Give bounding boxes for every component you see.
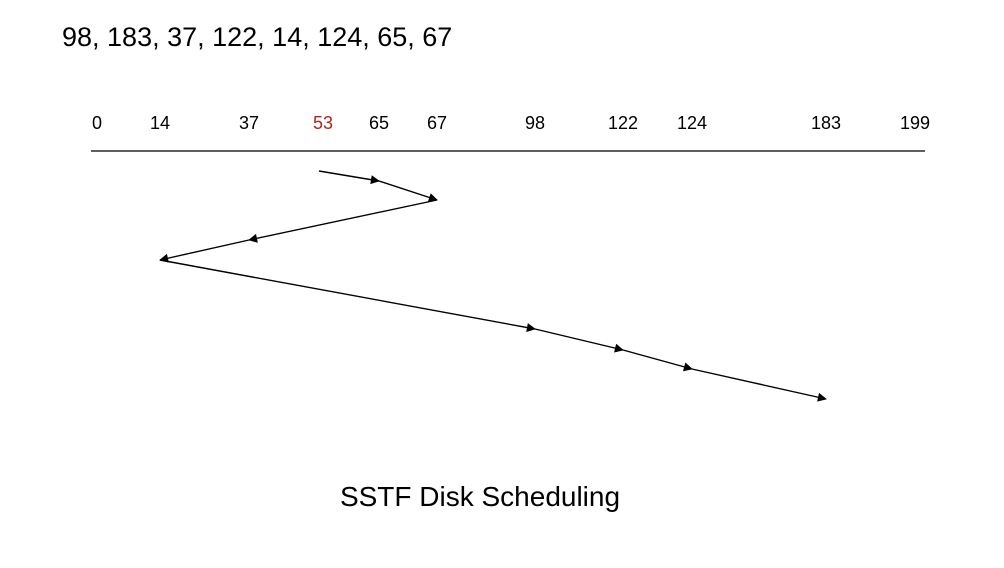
diagram-caption: SSTF Disk Scheduling bbox=[339, 481, 621, 512]
tick-label-14: 14 bbox=[150, 113, 170, 133]
tick-label-199: 199 bbox=[900, 113, 930, 133]
path-segment-14-to-98 bbox=[159, 259, 536, 332]
tick-label-124: 124 bbox=[677, 113, 707, 133]
tick-label-0: 0 bbox=[92, 113, 102, 133]
path-segment-67-to-37 bbox=[248, 199, 438, 243]
path-segment-37-to-14 bbox=[159, 239, 250, 263]
axis-tick-labels: 0 14 37 53 65 67 98 122 124 183 199 bbox=[92, 113, 930, 133]
tick-label-65: 65 bbox=[369, 113, 389, 133]
tick-label-37: 37 bbox=[239, 113, 259, 133]
tick-label-122: 122 bbox=[608, 113, 638, 133]
request-queue: 98, 183, 37, 122, 14, 124, 65, 67 bbox=[62, 22, 453, 52]
path-segment-53-to-65 bbox=[318, 170, 380, 185]
tick-label-183: 183 bbox=[811, 113, 841, 133]
path-segment-124-to-183 bbox=[691, 368, 827, 402]
path-segment-65-to-67 bbox=[378, 180, 438, 202]
path-segment-122-to-124 bbox=[622, 349, 693, 372]
tick-label-98: 98 bbox=[525, 113, 545, 133]
head-movement-path bbox=[159, 170, 827, 402]
path-segment-98-to-122 bbox=[534, 328, 624, 353]
tick-label-53: 53 bbox=[313, 113, 333, 133]
tick-label-67: 67 bbox=[427, 113, 447, 133]
